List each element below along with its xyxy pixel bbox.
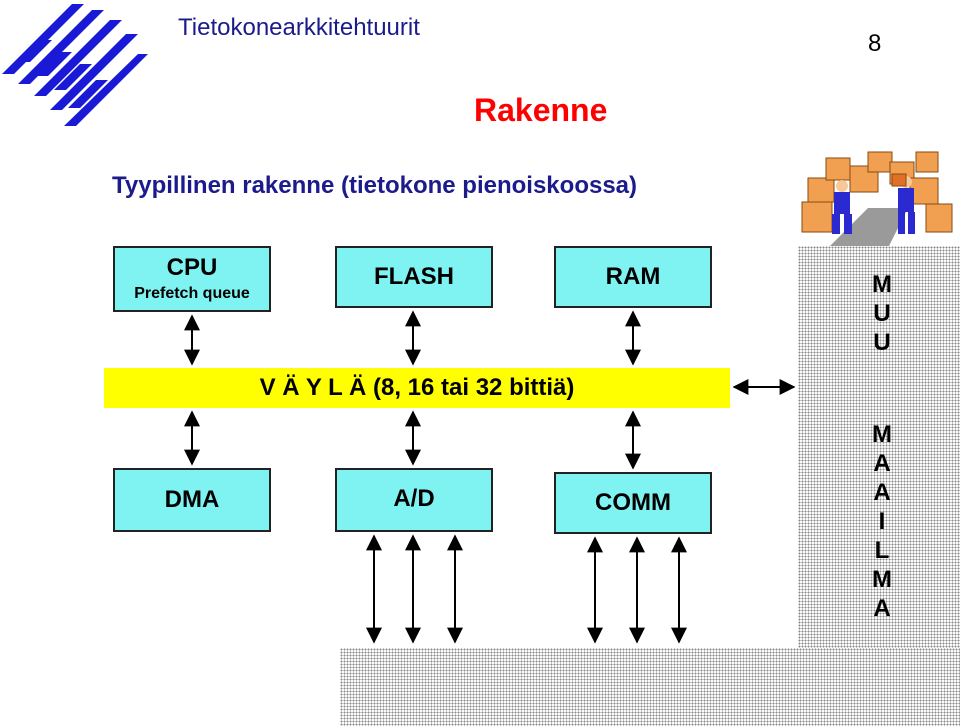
comm-block: COMM bbox=[554, 472, 712, 534]
flash-block: FLASH bbox=[335, 246, 493, 308]
ram-block: RAM bbox=[554, 246, 712, 308]
ad-block: A/D bbox=[335, 468, 493, 532]
workers-moving-boxes-icon bbox=[798, 151, 960, 252]
header-title: Tietokonearkkitehtuurit bbox=[178, 14, 420, 41]
side-label-top: M U U bbox=[798, 270, 960, 357]
side-bottom-letter: A bbox=[873, 595, 891, 622]
system-bus: V Ä Y L Ä (8, 16 tai 32 bittiä) bbox=[104, 368, 730, 408]
side-top-letter: M bbox=[872, 271, 892, 298]
side-bottom-letter: I bbox=[878, 508, 886, 535]
slide-title: Rakenne bbox=[474, 92, 608, 128]
cpu-block: CPU Prefetch queue bbox=[113, 246, 271, 312]
page-number: 8 bbox=[868, 30, 882, 57]
slide-subtitle: Tyypillinen rakenne (tietokone pienoisko… bbox=[112, 172, 638, 199]
dma-label: DMA bbox=[164, 485, 220, 513]
side-bottom-letter: A bbox=[873, 450, 891, 477]
side-label-bottom: M A A I L M A bbox=[798, 420, 960, 623]
side-bottom-letter: L bbox=[874, 537, 890, 564]
side-top-letter: U bbox=[873, 329, 891, 356]
ram-label: RAM bbox=[605, 262, 661, 290]
side-bottom-letter: M bbox=[872, 566, 892, 593]
side-bottom-letter: M bbox=[872, 421, 892, 448]
bus-label: V Ä Y L Ä (8, 16 tai 32 bittiä) bbox=[259, 374, 575, 401]
flash-label: FLASH bbox=[374, 262, 454, 290]
stripes-logo-icon bbox=[2, 4, 148, 126]
side-top-letter: U bbox=[873, 300, 891, 327]
cpu-label: CPU bbox=[166, 254, 218, 281]
bottom-shading bbox=[340, 648, 960, 726]
side-bottom-letter: A bbox=[873, 479, 891, 506]
side-column-shading bbox=[798, 246, 960, 650]
cpu-sublabel: Prefetch queue bbox=[134, 285, 250, 303]
ad-label: A/D bbox=[393, 485, 435, 512]
dma-block: DMA bbox=[113, 468, 271, 532]
comm-label: COMM bbox=[595, 488, 671, 516]
